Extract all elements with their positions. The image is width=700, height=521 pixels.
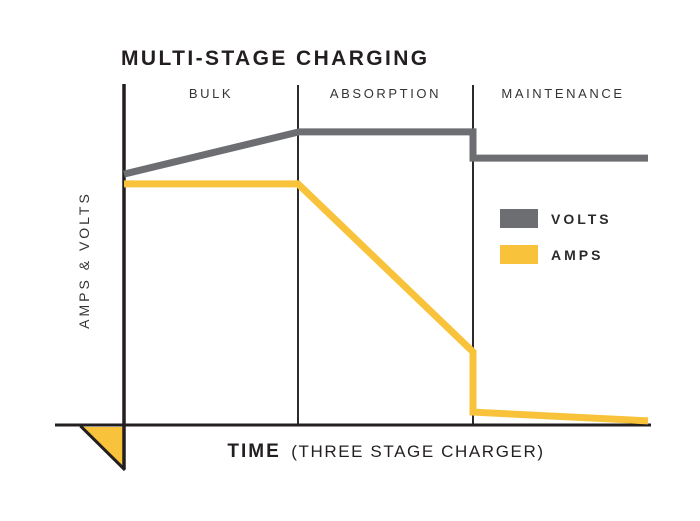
stage-label-maintenance: MAINTENANCE <box>501 86 625 101</box>
legend: VOLTS AMPS <box>500 209 612 281</box>
legend-item-volts: VOLTS <box>500 209 612 228</box>
chart-title: MULTI-STAGE CHARGING <box>121 47 430 70</box>
volts-line <box>123 128 648 178</box>
legend-swatch-amps <box>500 245 538 264</box>
stage-label-absorption: ABSORPTION <box>329 86 442 101</box>
amps-line <box>124 180 649 425</box>
legend-label-amps: AMPS <box>551 246 604 263</box>
x-axis-label: TIME (THREE STAGE CHARGER) <box>124 441 648 463</box>
x-axis-label-main: TIME <box>227 441 281 462</box>
legend-swatch-volts <box>500 209 538 228</box>
legend-label-volts: VOLTS <box>551 210 612 227</box>
x-axis-label-sub: (THREE STAGE CHARGER) <box>291 442 545 461</box>
stage-label-bulk: BULK <box>188 86 234 101</box>
legend-item-amps: AMPS <box>500 245 612 264</box>
origin-triangle-hypotenuse <box>79 424 127 472</box>
